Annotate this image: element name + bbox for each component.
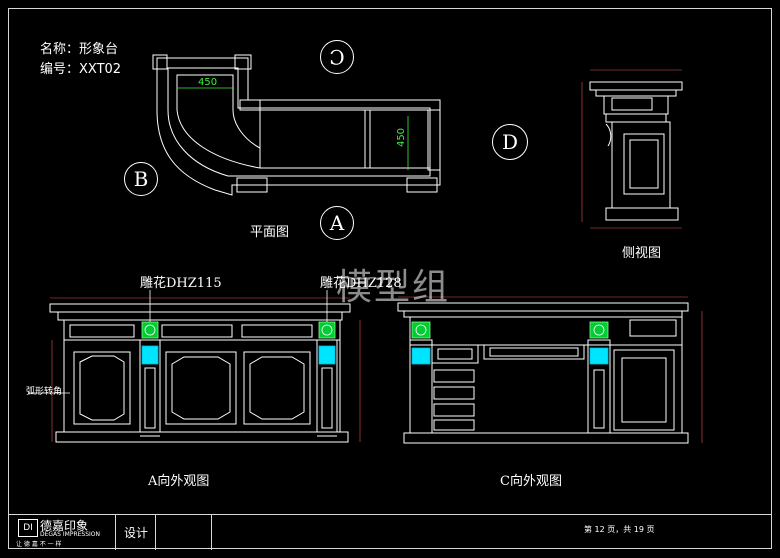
drawing-frame xyxy=(8,8,772,549)
elevation-a-title: A向外观图 xyxy=(148,474,210,489)
rosette-a-right xyxy=(318,321,336,339)
rosette-a-left xyxy=(141,321,159,339)
carving-callout-left: 雕花DHZ115 xyxy=(140,276,222,291)
design-label: 设计 xyxy=(124,526,149,540)
design-value-cell xyxy=(156,515,212,550)
carving-a-left xyxy=(141,345,159,365)
rosette-c-left xyxy=(411,321,431,339)
design-cell: 设计 xyxy=(116,515,156,550)
carving-callout-right: 雕花DHZ128 xyxy=(320,276,402,291)
plan-view xyxy=(152,54,441,196)
watermark: 模型组 xyxy=(336,267,451,308)
view-marker-b: B xyxy=(124,162,158,196)
company-slogan: 让 德 嘉 不 一 样 xyxy=(16,541,62,548)
company-name-en: DEGAS IMPRESSION xyxy=(40,531,101,538)
view-marker-d: D xyxy=(492,124,528,160)
rosette-c-right xyxy=(589,321,609,339)
elevation-c-title: C向外观图 xyxy=(500,474,562,489)
product-name: 名称：形象台 xyxy=(40,42,119,57)
carving-c-left xyxy=(411,347,431,365)
product-code: 编号：XXT02 xyxy=(40,62,122,77)
company-logo-cell: DI 德嘉印象 DEGAS IMPRESSION 让 德 嘉 不 一 样 xyxy=(8,515,116,550)
side-view xyxy=(589,81,683,221)
view-marker-c: C xyxy=(320,40,354,74)
plan-dimension-top: 450 xyxy=(198,77,218,88)
company-logo-icon: DI xyxy=(18,519,38,537)
plan-dimension-right: 450 xyxy=(396,127,408,148)
plan-view-title: 平面图 xyxy=(250,225,290,240)
title-block: DI 德嘉印象 DEGAS IMPRESSION 让 德 嘉 不 一 样 设计 … xyxy=(8,514,772,550)
page-info: 第 12 页，共 19 页 xyxy=(584,525,655,534)
elevation-c xyxy=(397,302,689,444)
company-name-cn: 德嘉印象 xyxy=(40,519,89,533)
carving-a-right xyxy=(318,345,336,365)
corner-note: 弧形转角 xyxy=(26,387,63,397)
carving-c-right xyxy=(589,347,609,365)
side-view-title: 侧视图 xyxy=(622,246,662,261)
view-marker-a: A xyxy=(320,206,354,240)
elevation-a xyxy=(49,303,351,443)
